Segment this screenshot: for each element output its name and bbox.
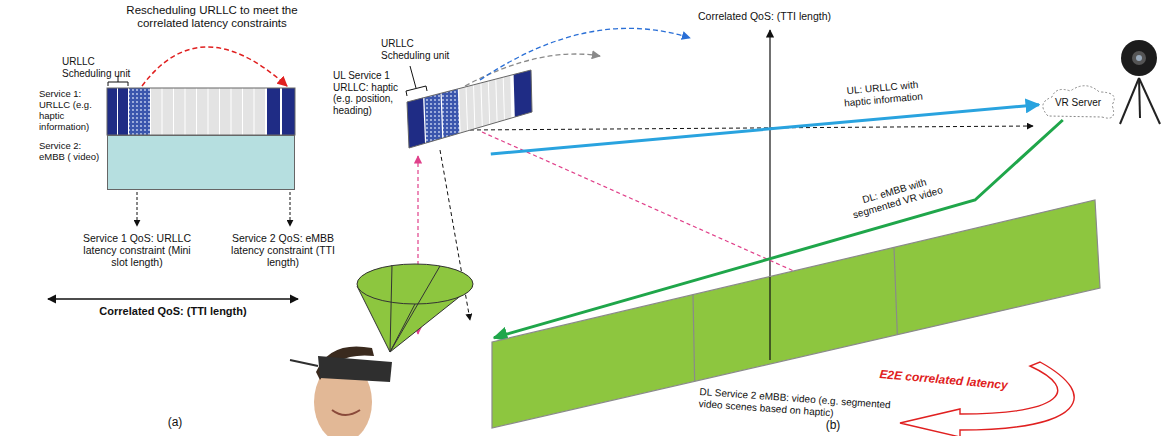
figure-note: Rescheduling URLLC to meet the correlate… — [112, 4, 312, 30]
scheduling-unit-label: URLLC Scheduling unit — [62, 56, 142, 79]
vr-user-figure — [290, 264, 473, 436]
reschedule-arrow — [480, 28, 690, 80]
axis-label: Correlated QoS: (TTI length) — [698, 10, 863, 22]
cloud-server: VR Server — [1040, 86, 1116, 120]
scheduling-bracket — [406, 66, 427, 96]
reschedule-arrow — [465, 54, 600, 86]
latency-label: E2E correlated latency — [879, 368, 1030, 395]
qos-pointer — [290, 192, 291, 226]
link-label: DL: eMBB with segmented VR video — [841, 170, 951, 222]
embb-bar: Service 2: eMBB ( video) — [107, 135, 295, 190]
camera-360-icon — [1120, 40, 1160, 124]
link-label: UL: URLLC with haptic information — [832, 77, 934, 109]
service-label: Service 1: URLLC (e.g. haptic informatio… — [39, 89, 103, 133]
axis-label: Correlated QoS: (TTI length) — [78, 305, 268, 318]
embb-band: DL Service 2 eMBB: video (e.g. segmented… — [490, 198, 1102, 436]
service-label: Service 2: eMBB ( video) — [39, 141, 103, 163]
urllc-slot-bar: Service 1: URLLC (e.g. haptic informatio… — [107, 88, 295, 135]
qos-pointer — [137, 192, 138, 226]
panel-label: (b) — [816, 419, 850, 433]
server-label: VR Server — [1055, 97, 1101, 109]
correlated-axis — [769, 30, 770, 360]
urllc-slot-bar-shape — [405, 62, 533, 152]
reschedule-arrow — [142, 47, 287, 86]
urllc-slot-bar: UL Service 1 URLLC: haptic (e.g. positio… — [405, 62, 533, 152]
embb-bar-shape — [107, 135, 295, 190]
correlated-span-arrow — [48, 298, 298, 299]
service-label: DL Service 2 eMBB: video (e.g. segmented… — [698, 386, 891, 422]
scheduling-unit-label: URLLC Scheduling unit — [381, 38, 461, 61]
link-arrow — [491, 105, 1039, 154]
correlation-line — [482, 132, 805, 276]
qos-label: Service 2 QoS: eMBB latency constraint (… — [224, 232, 342, 268]
panel-label: (a) — [158, 416, 192, 430]
qos-label: Service 1 QoS: URLLC latency constraint … — [76, 232, 198, 268]
urllc-slot-bar-shape — [107, 88, 295, 135]
service-label: UL Service 1 URLLC: haptic (e.g. positio… — [333, 70, 401, 116]
